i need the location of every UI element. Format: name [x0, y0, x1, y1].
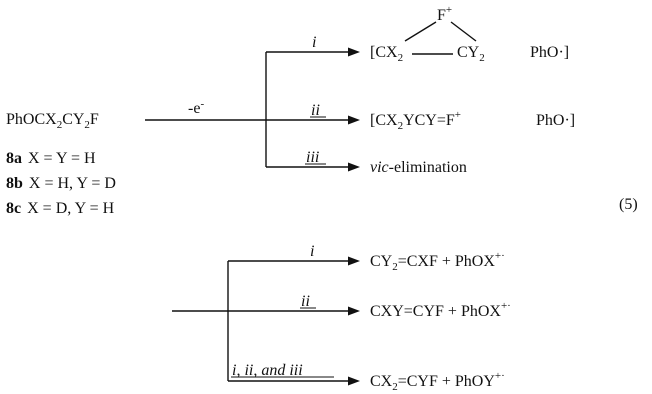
- product-i-left: [CX2: [370, 44, 403, 64]
- lower-arrowhead-all: [348, 376, 360, 386]
- arrowhead-iii: [348, 162, 360, 172]
- path-label-iii: iii: [306, 149, 319, 166]
- lower-arrowhead-ii: [348, 306, 360, 316]
- arrowhead-ii: [348, 115, 360, 125]
- electron-loss-label: -e-: [188, 98, 204, 117]
- product-i-right: CY2: [457, 44, 485, 64]
- bond-right-to-f: [450, 21, 477, 42]
- product-ii-radical: PhO·]: [536, 112, 575, 129]
- lower-path-label-i: i: [310, 243, 314, 260]
- product-i-radical: PhO·]: [530, 44, 569, 61]
- product-iii-label: vic-elimination: [370, 159, 467, 176]
- lower-product-i: CY2=CXF + PhOX+·: [370, 250, 505, 273]
- lower-product-iii: CX2=CYF + PhOY+·: [370, 370, 505, 393]
- lower-arrowhead-i: [348, 256, 360, 266]
- equation-number: (5): [619, 196, 638, 213]
- lower-product-ii: CXY=CYF + PhOX+·: [370, 300, 511, 320]
- bond-left-to-f: [404, 21, 437, 42]
- reactant-formula: PhOCX2CY2F: [6, 111, 99, 131]
- lower-path-label-all: i, ii, and iii: [232, 362, 303, 379]
- path-label-i: i: [312, 34, 316, 51]
- product-i-fluorine: F+: [437, 4, 452, 24]
- lower-path-label-ii: ii: [301, 293, 310, 310]
- product-ii-formula: [CX2YCY=F+: [370, 109, 461, 132]
- path-label-ii: ii: [311, 102, 320, 119]
- arrowhead-i: [348, 47, 360, 57]
